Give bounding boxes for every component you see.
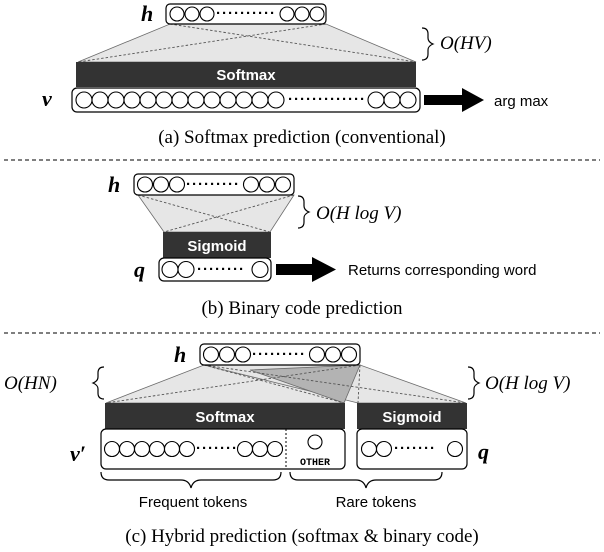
panel-a-output-label: arg max: [494, 93, 549, 110]
panel-a-v-cells: [75, 91, 417, 109]
panel-a-softmax-label: Softmax: [216, 67, 276, 84]
panel-a-h-cells: [169, 6, 325, 22]
panel-c-q-cells: [360, 440, 464, 458]
panel-a: ·········· h O(HV) Softmax ··: [42, 1, 549, 148]
panel-c-fan-overlap: [249, 364, 361, 404]
panel-c-fan-diagonal-4: [357, 364, 361, 404]
panel-c-fan-diagonal-1: [203, 364, 345, 404]
panel-c-frequent-brace: [100, 471, 282, 489]
panel-c-other-label: OTHER: [300, 458, 330, 469]
panel-c-caption: (c) Hybrid prediction (softmax & binary …: [125, 526, 479, 547]
panel-b-sigmoid-bar: [163, 232, 271, 258]
panel-b-h-cells: [136, 176, 292, 193]
panel-a-complexity: O(HV): [440, 33, 492, 54]
panel-b-output-arrow: [276, 257, 336, 282]
panel-b: ········· h O(H log V) Sigmoid ········ …: [108, 172, 536, 319]
panel-c-fan-diagonal-2: [105, 364, 361, 404]
panel-c-h-label: h: [174, 342, 186, 367]
panel-a-fan-diagonal-1: [169, 23, 417, 63]
panel-c-v-prime-label: v′: [70, 441, 86, 466]
panel-c-fan-diagonal-3: [203, 364, 467, 404]
panel-b-brace: [297, 195, 311, 229]
panel-c-rare-brace: [289, 471, 443, 489]
panel-a-fan-diagonal-2: [77, 23, 327, 63]
panel-c-q-label: q: [478, 439, 489, 464]
panel-a-softmax-bar: [76, 62, 416, 87]
panel-c-softmax-label: Softmax: [195, 409, 255, 426]
panel-b-sigmoid-label: Sigmoid: [187, 238, 246, 255]
panel-a-brace: [421, 27, 435, 61]
panel-c-q-ellipsis: ·······: [394, 440, 436, 457]
panel-b-h-label: h: [108, 172, 120, 197]
panel-c-h-ellipsis: ·········: [252, 346, 306, 363]
panel-c-sigmoid-label: Sigmoid: [382, 409, 441, 426]
panel-c-q-vector: [356, 428, 468, 470]
panel-b-q-label: q: [134, 257, 145, 282]
panel-a-v-label: v: [42, 86, 52, 111]
panel-c: ········· h O(HN) O(H log V) Softmax Sig…: [4, 342, 570, 547]
panel-a-fan: [77, 23, 417, 63]
panel-c-h-cells: [202, 346, 358, 363]
panel-c-brace-left: [91, 366, 105, 400]
panel-a-h-ellipsis: ··········: [216, 5, 276, 22]
panel-b-complexity: O(H log V): [316, 203, 401, 224]
panel-b-h-ellipsis: ·········: [186, 176, 240, 193]
panel-c-brace-right: [467, 366, 481, 400]
panel-b-q-cells: [161, 260, 269, 279]
panel-b-output-label: Returns corresponding word: [348, 262, 536, 279]
panel-c-complexity-left: O(HN): [4, 373, 57, 394]
panel-c-v-prime-cells: [103, 440, 284, 458]
panel-a-output-arrow: [424, 88, 484, 112]
panel-c-other-cell: [307, 434, 323, 450]
panel-b-fan-diagonal-1: [137, 194, 271, 233]
panel-c-rare-label: Rare tokens: [336, 494, 417, 511]
panel-c-frequent-label: Frequent tokens: [139, 494, 247, 511]
panel-b-fan-diagonal-2: [163, 194, 295, 233]
panel-a-caption: (a) Softmax prediction (conventional): [158, 127, 446, 148]
panel-a-h-label: h: [141, 1, 153, 26]
panel-c-v-prime-vector: [100, 428, 346, 470]
panel-c-v-prime-ellipsis: ·······: [196, 440, 238, 457]
panel-c-complexity-right: O(H log V): [485, 373, 570, 394]
panel-b-fan: [137, 194, 295, 233]
panel-a-v-ellipsis: ·············: [288, 91, 366, 108]
panel-b-caption: (b) Binary code prediction: [201, 298, 403, 319]
panel-b-q-ellipsis: ········: [197, 261, 245, 278]
panel-c-sigmoid-bar: [357, 403, 467, 429]
panel-c-softmax-bar: [105, 403, 345, 429]
